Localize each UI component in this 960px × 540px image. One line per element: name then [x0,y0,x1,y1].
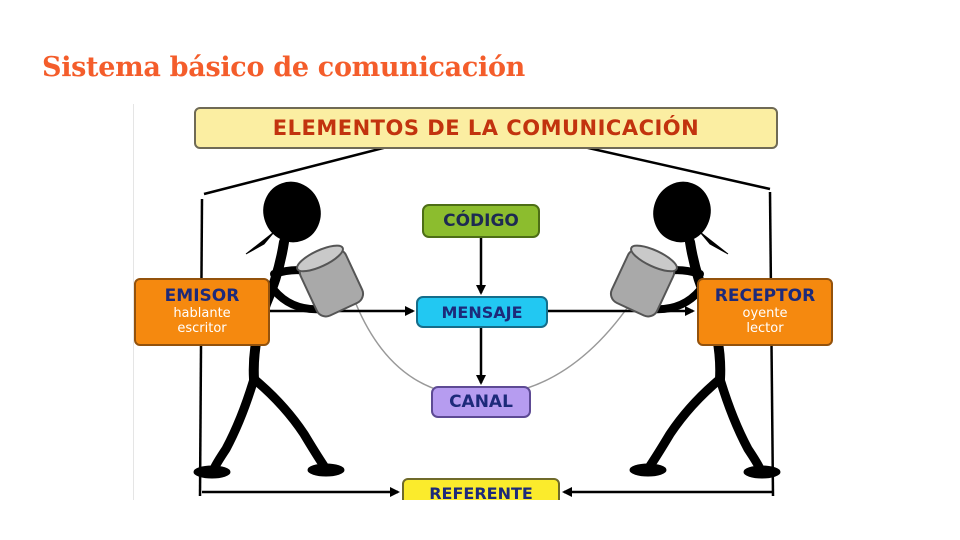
communication-diagram: ELEMENTOS DE LA COMUNICACIÓN CÓDIGO MENS… [133,104,850,500]
emisor-label: EMISOR [164,286,240,307]
right-can [609,244,678,318]
mensaje-box: MENSAJE [416,296,548,328]
receptor-label: RECEPTOR [714,286,816,307]
referente-box: REFERENTE [402,478,560,500]
receptor-line2: lector [746,320,784,336]
emisor-line1: hablante [173,305,231,321]
slide-title: Sistema básico de comunicación [42,52,526,83]
canal-box: CANAL [431,386,531,418]
receptor-line1: oyente [742,305,788,321]
diagram-title: ELEMENTOS DE LA COMUNICACIÓN [194,107,778,149]
receptor-box: RECEPTOR oyente lector [697,278,833,346]
codigo-box: CÓDIGO [422,204,540,238]
left-can [296,244,365,318]
line-title-left [203,145,388,196]
line-left-vertical [198,198,204,497]
emisor-box: EMISOR hablante escritor [134,278,270,346]
line-title-right [583,145,771,191]
emisor-line2: escritor [177,320,227,336]
flow-arrows [202,238,773,497]
